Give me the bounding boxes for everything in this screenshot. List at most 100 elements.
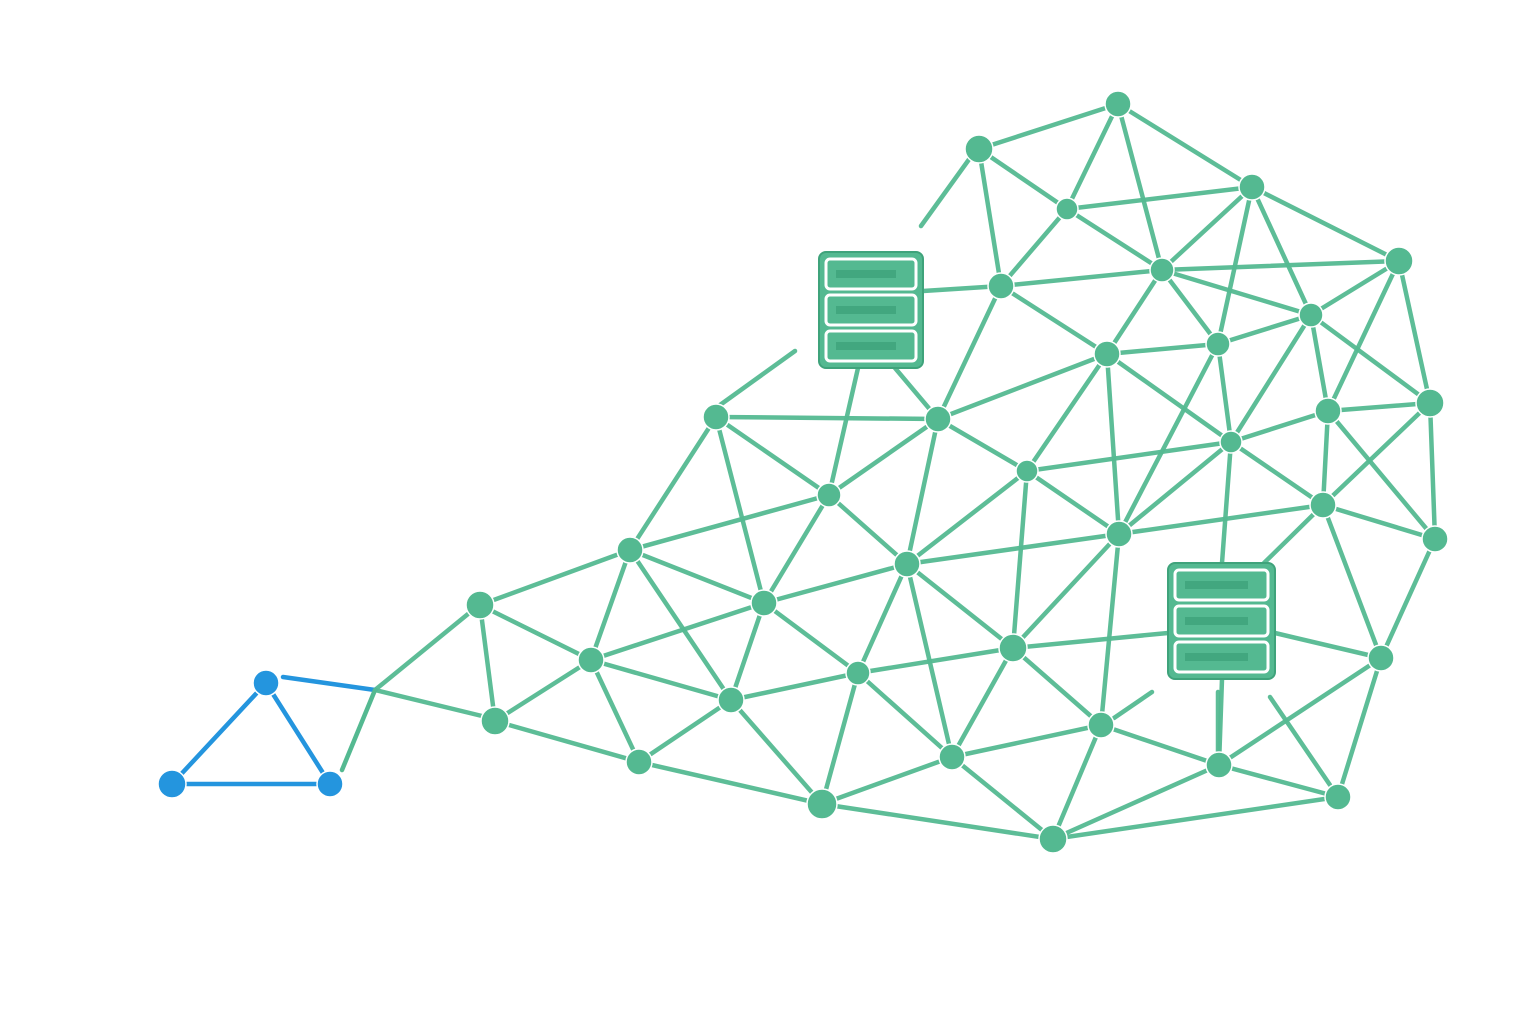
mesh-edge: [1116, 439, 1234, 537]
mesh-edge: [976, 101, 1121, 152]
cluster-nodes: [157, 669, 344, 799]
mesh-edge: [588, 657, 734, 703]
mesh-edge: [855, 561, 910, 676]
mesh-edge: [1320, 400, 1433, 508]
mesh-edge: [1228, 408, 1331, 445]
mesh-edge: [1249, 184, 1314, 318]
server-rack-icon: [1167, 562, 1276, 680]
mesh-edge: [819, 801, 1056, 842]
mesh-edge: [1325, 258, 1402, 414]
mesh-edge: [713, 414, 832, 498]
mesh-edge: [1115, 101, 1165, 273]
mesh-edge: [1024, 468, 1122, 537]
mesh-node: [1205, 331, 1231, 357]
server-slot-bar: [836, 306, 896, 314]
mesh-edge: [949, 754, 1056, 842]
mesh-node: [1038, 824, 1068, 854]
mesh-edge: [761, 600, 861, 676]
server-slot-bar: [836, 270, 896, 278]
mesh-edge: [1159, 267, 1221, 347]
mesh-edge: [717, 348, 798, 408]
mesh-edge: [1111, 689, 1155, 721]
mesh-node: [1298, 302, 1324, 328]
mesh-node: [987, 272, 1015, 300]
mesh-node: [1205, 751, 1233, 779]
server-slot-bar: [1185, 653, 1248, 661]
mesh-edge: [1216, 655, 1384, 768]
mesh-node: [845, 660, 871, 686]
mesh-edge: [904, 416, 941, 567]
mesh-edge: [935, 416, 1030, 474]
server-slot-bar: [1185, 581, 1248, 589]
mesh-node: [1087, 711, 1115, 739]
mesh-edge: [1115, 101, 1255, 190]
mesh-edge: [713, 414, 767, 606]
mesh-edge: [477, 547, 633, 608]
mesh-edge: [728, 600, 767, 703]
server-slot: [824, 329, 918, 363]
mesh-edge: [1104, 267, 1165, 357]
mesh-edge: [976, 146, 1004, 289]
mesh-node: [702, 403, 730, 431]
mesh-edge: [1010, 468, 1030, 651]
mesh-node: [1149, 257, 1175, 283]
mesh-edge: [761, 492, 832, 606]
mesh-node: [1105, 520, 1133, 548]
mesh-edge: [819, 754, 955, 807]
mesh-edge: [728, 670, 861, 703]
mesh-edge: [627, 492, 832, 553]
mesh-edge: [1261, 502, 1326, 566]
mesh-edge: [1308, 312, 1331, 414]
mesh-edge: [855, 670, 955, 760]
mesh-node: [893, 550, 921, 578]
mesh-node: [616, 536, 644, 564]
mesh-edge: [728, 697, 825, 807]
mesh-edge: [1104, 351, 1234, 445]
mesh-edge: [855, 645, 1016, 676]
mesh-node: [998, 633, 1028, 663]
mesh-edge: [1064, 206, 1165, 273]
server-slot: [1173, 640, 1270, 674]
mesh-edge: [627, 547, 767, 606]
server-slot-bar: [1185, 617, 1248, 625]
server-slot: [1173, 604, 1270, 638]
mesh-edge: [1325, 408, 1438, 542]
cluster-node: [157, 769, 187, 799]
mesh-edge: [1064, 101, 1121, 212]
mesh-edge: [588, 600, 767, 663]
mesh-edge: [1308, 258, 1402, 318]
mesh-edge: [588, 657, 642, 765]
mesh-edge: [1272, 630, 1384, 661]
mesh-edge: [1064, 184, 1255, 212]
mesh-node: [480, 706, 510, 736]
mesh-edge: [1396, 258, 1433, 406]
mesh-edge: [1098, 531, 1122, 728]
mesh-edge: [1215, 312, 1314, 347]
mesh-node: [816, 482, 842, 508]
mesh-edge: [761, 561, 910, 606]
mesh-edge: [904, 531, 1122, 567]
mesh-edge: [826, 492, 910, 567]
mesh-edge: [949, 722, 1104, 760]
mesh-edge: [627, 547, 734, 703]
mesh-edge: [1159, 258, 1402, 273]
mesh-nodes: [465, 90, 1449, 854]
mesh-node: [1314, 397, 1342, 425]
mesh-edge: [1215, 341, 1234, 445]
mesh-edge: [1378, 536, 1438, 661]
mesh-edge: [1010, 645, 1104, 728]
mesh-edge: [1050, 794, 1341, 842]
mesh-node: [625, 748, 653, 776]
mesh-edge: [826, 416, 941, 498]
mesh-edge: [1024, 351, 1110, 474]
mesh-edge: [1116, 341, 1221, 537]
mesh-edge: [1320, 502, 1438, 542]
mesh-edge: [1427, 400, 1438, 542]
mesh-node: [1238, 173, 1266, 201]
mesh-node: [924, 405, 952, 433]
mesh-edge: [1050, 762, 1222, 842]
mesh-edge: [1116, 502, 1326, 537]
mesh-edge: [1228, 312, 1314, 445]
mesh-node: [1324, 783, 1352, 811]
